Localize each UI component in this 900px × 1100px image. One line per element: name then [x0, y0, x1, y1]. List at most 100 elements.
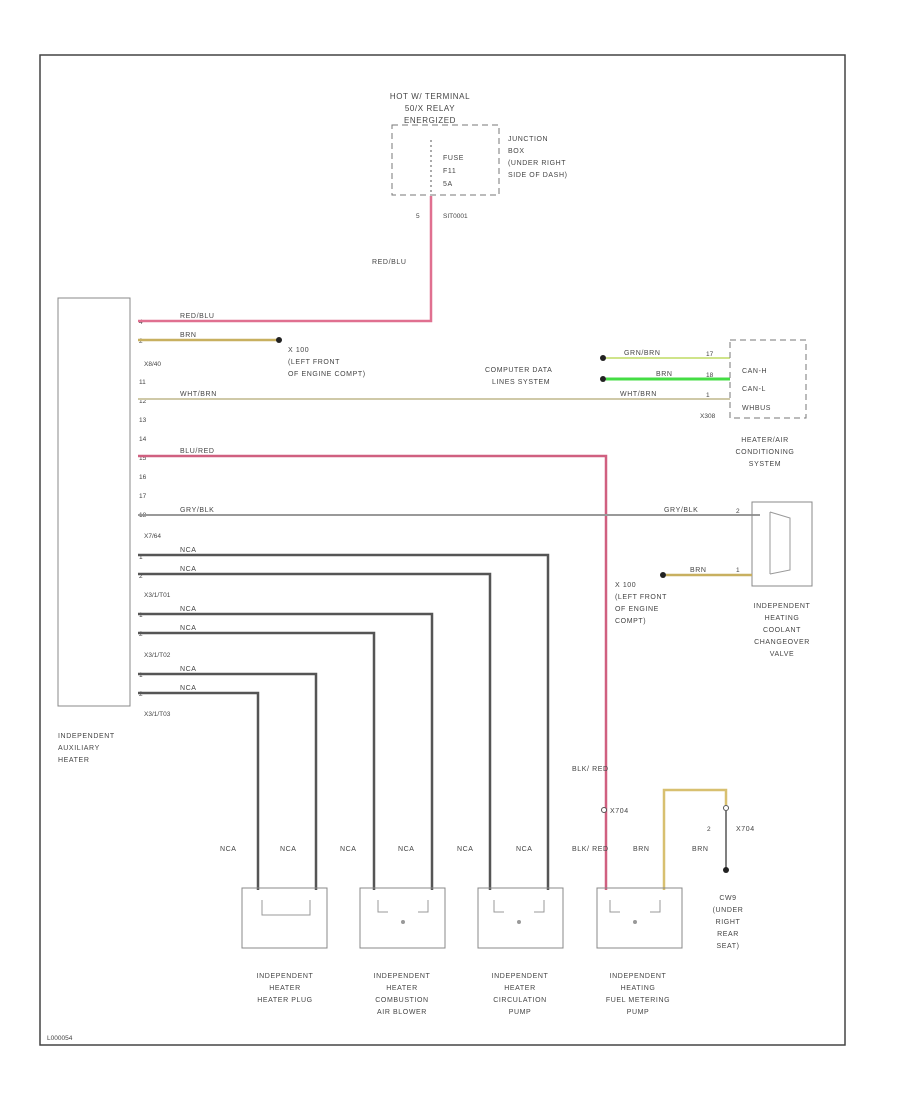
wire-wht-brn-label-right: WHT/BRN: [620, 391, 657, 398]
heater-plug-label-1: INDEPENDENT: [257, 973, 314, 980]
splice-x704-label: X704: [610, 808, 629, 815]
power-title-2: 50/X RELAY: [405, 104, 455, 113]
valve-label-1: INDEPENDENT: [754, 603, 811, 610]
hvac-can-h: CAN-H: [742, 368, 767, 375]
valve-label-5: VALVE: [770, 651, 795, 658]
power-wire-label: RED/BLU: [372, 259, 407, 266]
valve-label-2: HEATING: [765, 615, 800, 622]
junction-box: [391, 124, 500, 196]
computer-data-label-2: LINES SYSTEM: [492, 379, 550, 386]
hvac-module: [729, 339, 807, 419]
wire-red-blu: [138, 196, 433, 323]
heater-connector-t03: X3/1/T03: [144, 711, 171, 718]
wire-brn-pump: [662, 788, 728, 890]
heater-pin-t02-2: 2: [139, 691, 143, 698]
heater-pin-11: 11: [139, 379, 146, 386]
junction-label-1: JUNCTION: [508, 136, 548, 143]
power-title-1: HOT W/ TERMINAL: [390, 92, 470, 101]
circulation-pump-label-1: INDEPENDENT: [492, 973, 549, 980]
ground-brn-label: BRN: [692, 846, 709, 853]
air-blower-motor-icon: [401, 920, 405, 924]
ground-x100b-line-1: X 100: [615, 582, 636, 589]
wire-brn-valve-label: BRN: [690, 567, 707, 574]
diagram-frame: [39, 54, 846, 1046]
heater-connector-t01: X3/1/T01: [144, 592, 171, 599]
air-blower-icon: [377, 900, 429, 913]
ground-w9-line-4: REAR: [717, 931, 739, 938]
power-title-3: ENERGIZED: [404, 116, 456, 125]
heater-plug-label-2: HEATER: [269, 985, 300, 992]
fuel-pump-motor-icon: [633, 920, 637, 924]
coolant-valve: 2 1 BRN INDEPENDENT HEATING COOLANT CHAN…: [660, 501, 813, 658]
ground-x100b-line-4: COMPT): [615, 618, 646, 625]
fuse-label-2: F11: [443, 168, 456, 175]
junction-label-2: BOX: [508, 148, 525, 155]
can-system: GRN/BRN BRN COMPUTER DATA LINES SYSTEM 1…: [485, 339, 807, 468]
ground-x100-line-1: X 100: [288, 347, 309, 354]
power-connector: SIT0001: [443, 213, 468, 220]
splice-pin-2: 2: [707, 826, 711, 833]
wire-nca-5: [138, 672, 318, 890]
vert-nca-2: NCA: [280, 846, 297, 853]
bottom-components: INDEPENDENT HEATER HEATER PLUG INDEPENDE…: [241, 887, 683, 1016]
circulation-pump-label-4: PUMP: [509, 1009, 532, 1016]
ground-x100b-line-2: (LEFT FRONT: [615, 594, 667, 601]
heater-pin-17: 17: [139, 493, 147, 500]
heater-label-2: AUXILIARY: [58, 745, 100, 752]
fuel-pump-label-4: PUMP: [627, 1009, 650, 1016]
wire-nca-3: [138, 612, 434, 890]
power-pin: 5: [416, 213, 420, 220]
can-l-terminal: [600, 376, 606, 382]
heater-pin-13: 13: [139, 417, 147, 424]
ground-x100-line-2: (LEFT FRONT: [288, 359, 340, 366]
ground-x100b-terminal: [660, 572, 666, 578]
splice-x704: [601, 807, 607, 813]
wire-grn-brn-label: GRN/BRN: [624, 350, 660, 357]
ground-w9-line-1: CW9: [719, 895, 736, 902]
valve-pin-1: 1: [736, 567, 740, 574]
heater-pin-x764-2: 2: [139, 573, 143, 580]
ground-w9-line-3: RIGHT: [716, 919, 741, 926]
vert-nca-3: NCA: [340, 846, 357, 853]
ground-x100b-line-3: OF ENGINE: [615, 606, 659, 613]
heater-connector-x840: X8/40: [144, 361, 161, 368]
heater-pin-14: 14: [139, 436, 147, 443]
fuel-pump-box: [596, 887, 683, 949]
fuel-pump-label-2: HEATING: [621, 985, 656, 992]
auxiliary-heater: INDEPENDENT AUXILIARY HEATER X8/40 X7/64…: [57, 297, 171, 764]
wire-nca-label-1: NCA: [180, 547, 197, 554]
valve-coil-icon: [769, 511, 791, 575]
wires: RED/BLU BRN WHT/BRN WHT/BRN BLU/RED GRY/…: [138, 196, 760, 890]
wire-nca-1: [138, 553, 550, 890]
heater-pin-15: 15: [139, 455, 147, 462]
computer-data-label-1: COMPUTER DATA: [485, 367, 552, 374]
circulation-pump-motor-icon: [517, 920, 521, 924]
circulation-pump-label-2: HEATER: [504, 985, 535, 992]
can-pin-1: 1: [706, 392, 710, 399]
air-blower-box: [359, 887, 446, 949]
valve-pin-2: 2: [736, 508, 740, 515]
wire-blu-red: [138, 454, 608, 890]
vert-nca-6: NCA: [516, 846, 533, 853]
power-source: HOT W/ TERMINAL 50/X RELAY ENERGIZED FUS…: [372, 92, 567, 266]
hvac-label-3: SYSTEM: [749, 461, 781, 468]
fuel-pump-icon: [609, 900, 661, 913]
air-blower-label-2: HEATER: [386, 985, 417, 992]
wire-nca-2: [138, 572, 492, 890]
heater-plug-box: [241, 887, 328, 949]
ground-x100-terminal: [276, 337, 282, 343]
wire-red-blu-label: RED/BLU: [180, 313, 215, 320]
valve-label-3: COOLANT: [763, 627, 801, 634]
wire-nca-4: [138, 631, 376, 890]
heater-pin-4: 4: [139, 319, 143, 326]
heater-connector-t02: X3/1/T02: [144, 652, 171, 659]
wire-wht-brn-label: WHT/BRN: [180, 391, 217, 398]
heater-pin-x764-1: 1: [139, 554, 143, 561]
can-h-terminal: [600, 355, 606, 361]
wire-nca-6: [138, 691, 260, 890]
wire-blu-red-label: BLU/RED: [180, 448, 215, 455]
air-blower-label-3: COMBUSTION: [375, 997, 428, 1004]
ground-x100-line-3: OF ENGINE COMPT): [288, 371, 366, 378]
coolant-valve-box: [751, 501, 813, 587]
